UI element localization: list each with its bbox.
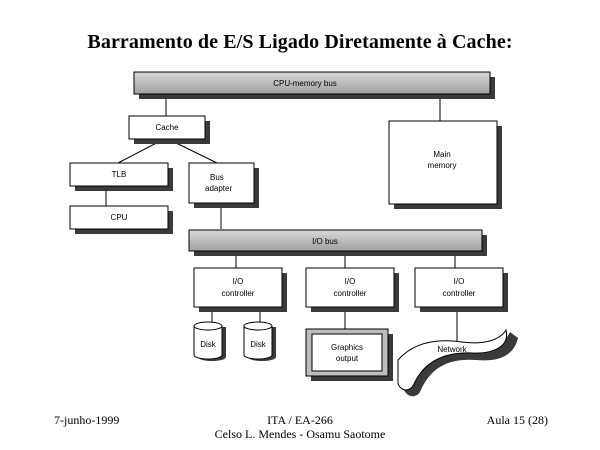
bus-adapter-box: Bus adapter — [188, 162, 259, 208]
io-controller-network: I/O controller — [414, 267, 508, 312]
footer-lesson: Aula 15 (28) — [486, 413, 548, 427]
io-controller-label-line1: I/O — [233, 277, 244, 286]
footer-center: ITA / EA-266 Celso L. Mendes - Osamu Sao… — [0, 413, 600, 441]
footer-authors: Celso L. Mendes - Osamu Saotome — [214, 427, 386, 441]
cache-box: Cache — [128, 115, 210, 144]
tlb-box: TLB — [69, 162, 173, 191]
io-controller-label-line2: controller — [334, 289, 367, 298]
network: Network — [397, 328, 518, 397]
graphics-output-label-line2: output — [336, 354, 359, 363]
cache-label: Cache — [155, 123, 179, 132]
tlb-label: TLB — [112, 170, 127, 179]
network-label: Network — [437, 345, 467, 354]
io-controller-disks: I/O controller — [193, 267, 287, 312]
io-bus-label: I/O bus — [312, 237, 338, 246]
graphics-output-label-line1: Graphics — [331, 343, 363, 352]
io-controller-label-line1: I/O — [454, 277, 465, 286]
main-memory-label-line2: memory — [428, 161, 457, 170]
graphics-output: Graphics output — [305, 328, 393, 381]
slide-title: Barramento de E/S Ligado Diretamente à C… — [87, 31, 513, 53]
cpu-box: CPU — [69, 205, 173, 234]
cpu-label: CPU — [111, 213, 128, 222]
io-controller-graphics: I/O controller — [305, 267, 399, 312]
disk-1: Disk — [193, 321, 226, 361]
disk-label: Disk — [200, 340, 217, 349]
disk-label: Disk — [250, 340, 267, 349]
io-controller-label-line2: controller — [222, 289, 255, 298]
io-controller-label-line2: controller — [443, 289, 476, 298]
footer-course: ITA / EA-266 — [267, 413, 333, 427]
main-memory-box: Main memory — [388, 120, 502, 209]
bus-adapter-label-line1: Bus — [210, 173, 224, 182]
bus-adapter-label-line2: adapter — [205, 184, 232, 193]
main-memory-label-line1: Main — [433, 150, 450, 159]
cpu-memory-bus: CPU-memory bus — [133, 71, 495, 99]
io-bus: I/O bus — [188, 229, 487, 256]
io-controller-label-line1: I/O — [345, 277, 356, 286]
disk-2: Disk — [243, 321, 276, 361]
footer-date: 7-junho-1999 — [54, 413, 120, 427]
cpu-memory-bus-label: CPU-memory bus — [273, 79, 337, 88]
